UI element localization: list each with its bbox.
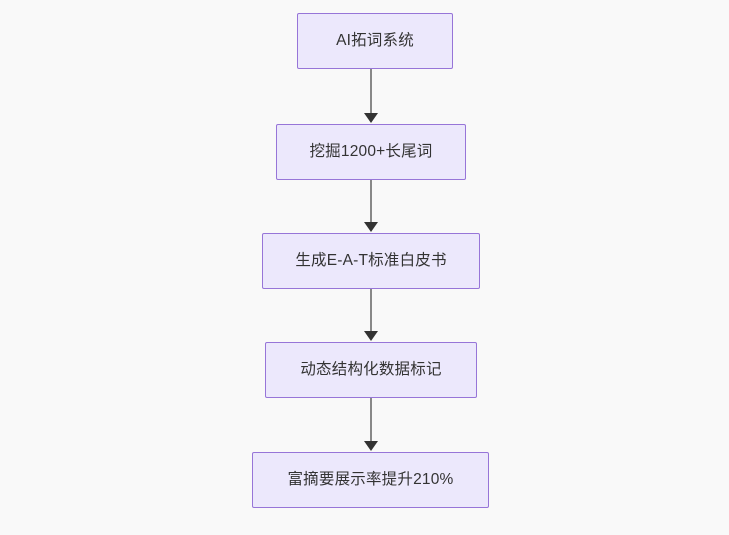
flow-node-label: AI拓词系统 [336, 32, 414, 50]
flow-arrow-2 [361, 180, 381, 233]
flow-arrow-4 [361, 398, 381, 452]
flow-node-label: 富摘要展示率提升210% [287, 471, 454, 489]
arrow-head [364, 441, 378, 451]
arrow-head [364, 331, 378, 341]
flow-node-node1[interactable]: AI拓词系统 [297, 13, 453, 69]
flow-node-label: 生成E-A-T标准白皮书 [295, 252, 447, 270]
flow-node-node2[interactable]: 挖掘1200+长尾词 [276, 124, 466, 180]
flow-arrow-3 [361, 289, 381, 342]
arrow-head [364, 222, 378, 232]
flow-node-node4[interactable]: 动态结构化数据标记 [265, 342, 477, 398]
flow-arrow-1 [361, 69, 381, 124]
flow-node-label: 挖掘1200+长尾词 [309, 143, 433, 161]
flow-node-label: 动态结构化数据标记 [300, 361, 442, 379]
flow-node-node3[interactable]: 生成E-A-T标准白皮书 [262, 233, 480, 289]
arrow-head [364, 113, 378, 123]
flow-node-node5[interactable]: 富摘要展示率提升210% [252, 452, 489, 508]
